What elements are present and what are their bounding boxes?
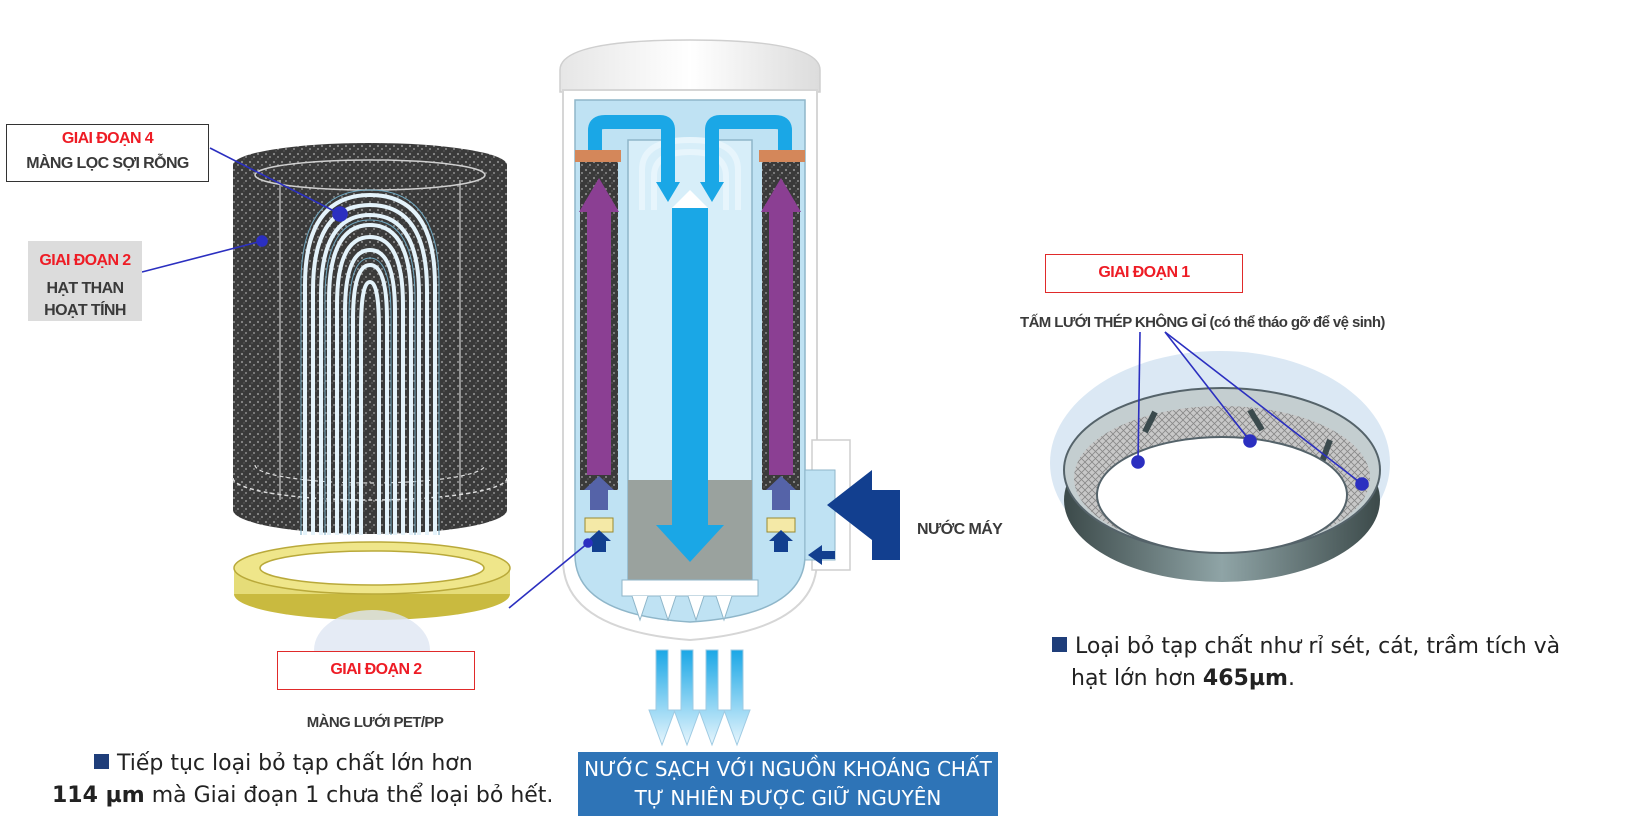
stage2-mesh-title: GIAI ĐOẠN 2 <box>330 661 422 678</box>
left-description: Tiếp tục loại bỏ tạp chất lớn hơn 114 µm… <box>52 748 592 812</box>
right-desc-line1: Loại bỏ tạp chất như rỉ sét, cát, trầm t… <box>1075 634 1561 659</box>
stage2-carbon-line2: HOẠT TÍNH <box>44 302 126 319</box>
purple-up-arrow-left <box>579 178 619 475</box>
clean-water-arrows <box>648 649 751 747</box>
right-desc-prefix: hạt lớn hơn <box>1071 666 1203 691</box>
center-down-arrow <box>656 190 724 562</box>
stage1-title: GIAI ĐOẠN 1 <box>1098 264 1190 281</box>
stage2-mesh-name: MÀNG LƯỚI PET/PP <box>306 714 444 731</box>
stage2-carbon-label-box <box>28 241 142 321</box>
clean-water-line2: TỰ NHIÊN ĐƯỢC GIỮ NGUYÊN <box>634 786 942 810</box>
stage1-name: TẤM LƯỚI THÉP KHÔNG GỈ (có thể tháo gỡ đ… <box>1020 314 1385 331</box>
stage2-mesh-label-box <box>277 651 475 690</box>
stage4-title: GIAI ĐOẠN 4 <box>61 130 154 147</box>
stainless-steel-mesh-ring <box>1050 351 1390 582</box>
left-desc-bold: 114 µm <box>52 783 145 808</box>
hollow-fiber-bundle <box>303 192 437 535</box>
stage4-label-box <box>6 124 209 182</box>
purple-up-arrow-right <box>761 178 801 475</box>
stage4-name: MÀNG LỌC SỢI RỖNG <box>26 155 189 172</box>
copper-plates <box>575 150 805 533</box>
leader-lines <box>141 147 1369 609</box>
small-up-arrows <box>584 476 796 552</box>
tap-water-label: NƯỚC MÁY <box>917 521 1003 538</box>
stage1-label-box <box>1045 254 1243 293</box>
right-desc-suffix: . <box>1287 666 1295 691</box>
left-desc-rest: mà Giai đoạn 1 chưa thể loại bỏ hết. <box>144 783 554 808</box>
blue-arrow-heads <box>656 182 724 202</box>
hollow-fiber-outline <box>300 189 440 535</box>
tap-water-arrow <box>808 470 900 565</box>
clean-water-line1: NƯỚC SẠCH VỚI NGUỒN KHOÁNG CHẤT <box>584 757 992 781</box>
right-description: Loại bỏ tạp chất như rỉ sét, cát, trầm t… <box>1052 631 1612 695</box>
carbon-cartridge <box>232 143 508 534</box>
left-desc-line1: Tiếp tục loại bỏ tạp chất lớn hơn <box>117 751 473 776</box>
stage2-carbon-title: GIAI ĐOẠN 2 <box>39 252 131 269</box>
bullet-icon <box>1052 637 1067 652</box>
clean-water-label: NƯỚC SẠCH VỚI NGUỒN KHOÁNG CHẤT TỰ NHIÊN… <box>578 752 998 816</box>
blue-top-flow <box>588 115 792 185</box>
stage2-carbon-line1: HẠT THAN <box>46 280 125 297</box>
right-desc-bold: 465µm <box>1202 666 1288 691</box>
bullet-icon <box>94 754 109 769</box>
housing-cap <box>559 39 821 93</box>
